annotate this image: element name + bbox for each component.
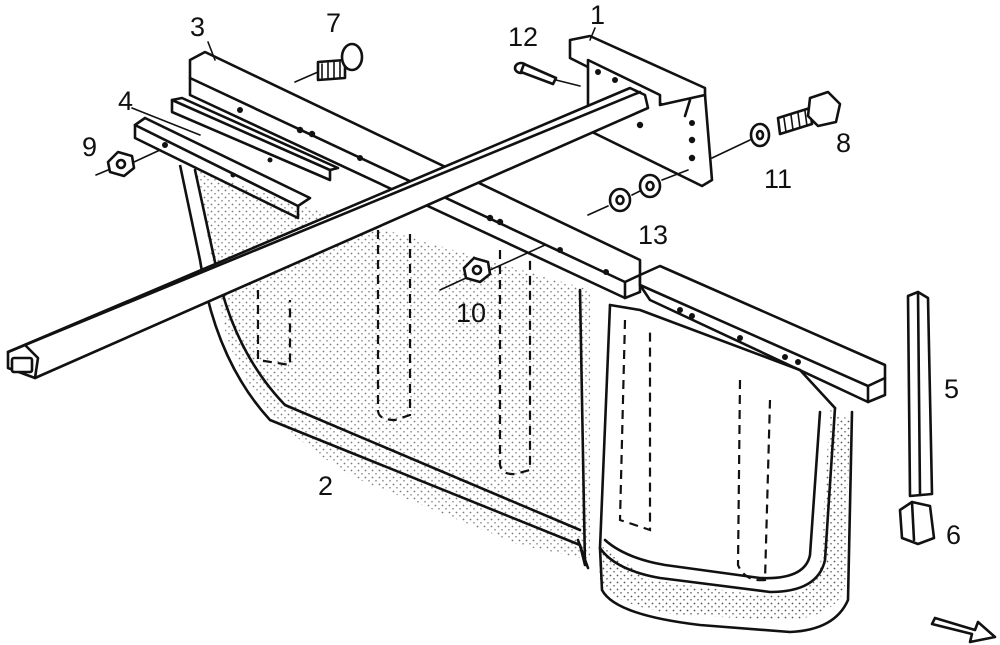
callout-7: 7 <box>326 8 341 38</box>
callout-labels: 1 2 3 4 5 6 7 8 9 10 11 12 13 <box>82 0 961 550</box>
washers-13 <box>587 169 689 216</box>
callout-5: 5 <box>944 374 959 404</box>
right-flap-panel <box>598 303 854 634</box>
edge-strip-5 <box>906 290 934 498</box>
callout-3: 3 <box>190 12 205 42</box>
pin-12 <box>513 61 581 87</box>
nut-9 <box>95 149 161 178</box>
bolt-7 <box>294 42 364 83</box>
callout-4: 4 <box>118 86 133 116</box>
clamp-strip <box>133 96 340 220</box>
arrow-right-down-icon <box>930 616 997 644</box>
end-cap-6 <box>898 500 936 546</box>
callout-2: 2 <box>318 471 333 501</box>
callout-10: 10 <box>456 298 486 328</box>
callout-6: 6 <box>946 520 961 550</box>
nut-10 <box>439 244 546 291</box>
washer-11 <box>711 122 771 159</box>
callout-13: 13 <box>638 220 668 250</box>
callout-9: 9 <box>82 132 97 162</box>
callout-8: 8 <box>836 128 851 158</box>
callout-11: 11 <box>764 164 792 194</box>
cross-tube <box>6 86 650 380</box>
callout-12: 12 <box>508 22 538 52</box>
right-rail-bracket <box>638 264 887 404</box>
bolt-8 <box>776 90 842 136</box>
callout-1: 1 <box>590 0 605 30</box>
leader-lines <box>131 27 596 136</box>
